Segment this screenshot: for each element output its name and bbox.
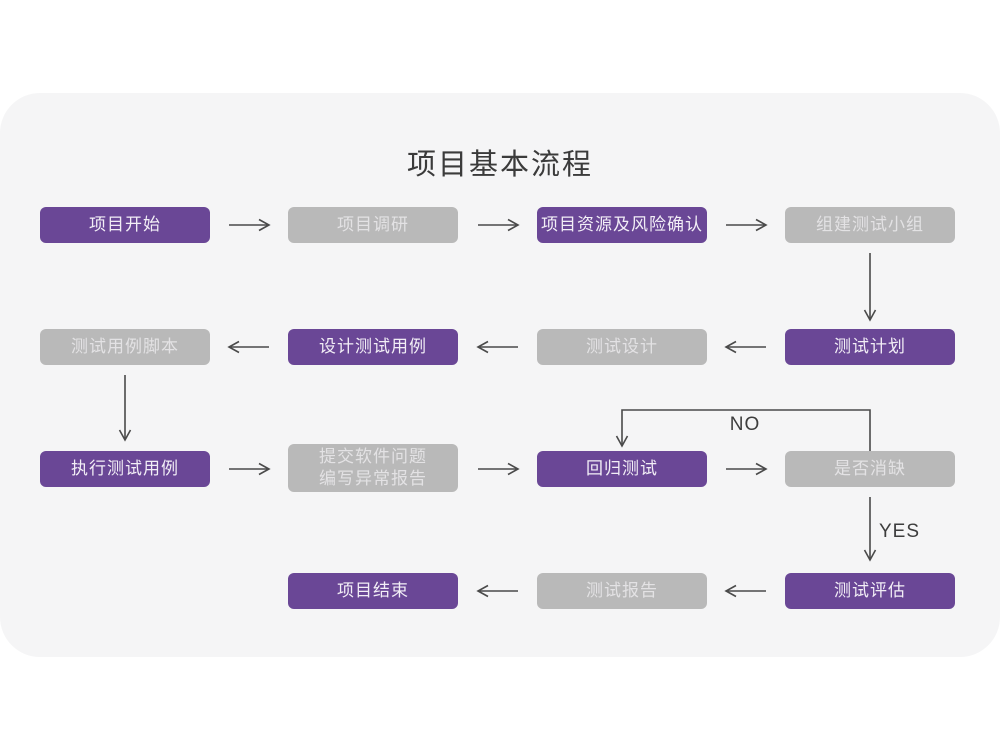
node-test-design: 测试设计 [537,329,707,365]
node-test-evaluation: 测试评估 [785,573,955,609]
node-test-case-script: 测试用例脚本 [40,329,210,365]
edge-label-yes: YES [879,521,921,542]
node-defect-cleared: 是否消缺 [785,451,955,487]
node-project-end: 项目结束 [288,573,458,609]
node-submit-issues-line1: 提交软件问题 [319,447,427,466]
node-execute-test-cases: 执行测试用例 [40,451,210,487]
node-resource-risk: 项目资源及风险确认 [537,207,707,243]
page-title: 项目基本流程 [406,149,593,181]
node-regression-test: 回归测试 [537,451,707,487]
node-build-test-team: 组建测试小组 [785,207,955,243]
node-test-plan: 测试计划 [785,329,955,365]
node-design-test-cases: 设计测试用例 [288,329,458,365]
node-project-start: 项目开始 [40,207,210,243]
node-test-report: 测试报告 [537,573,707,609]
node-submit-issues-line2: 编写异常报告 [319,469,427,488]
node-project-research: 项目调研 [288,207,458,243]
flowchart-card [0,93,1000,657]
edge-label-no: NO [729,414,761,435]
node-submit-issues: 提交软件问题 编写异常报告 [288,444,458,492]
